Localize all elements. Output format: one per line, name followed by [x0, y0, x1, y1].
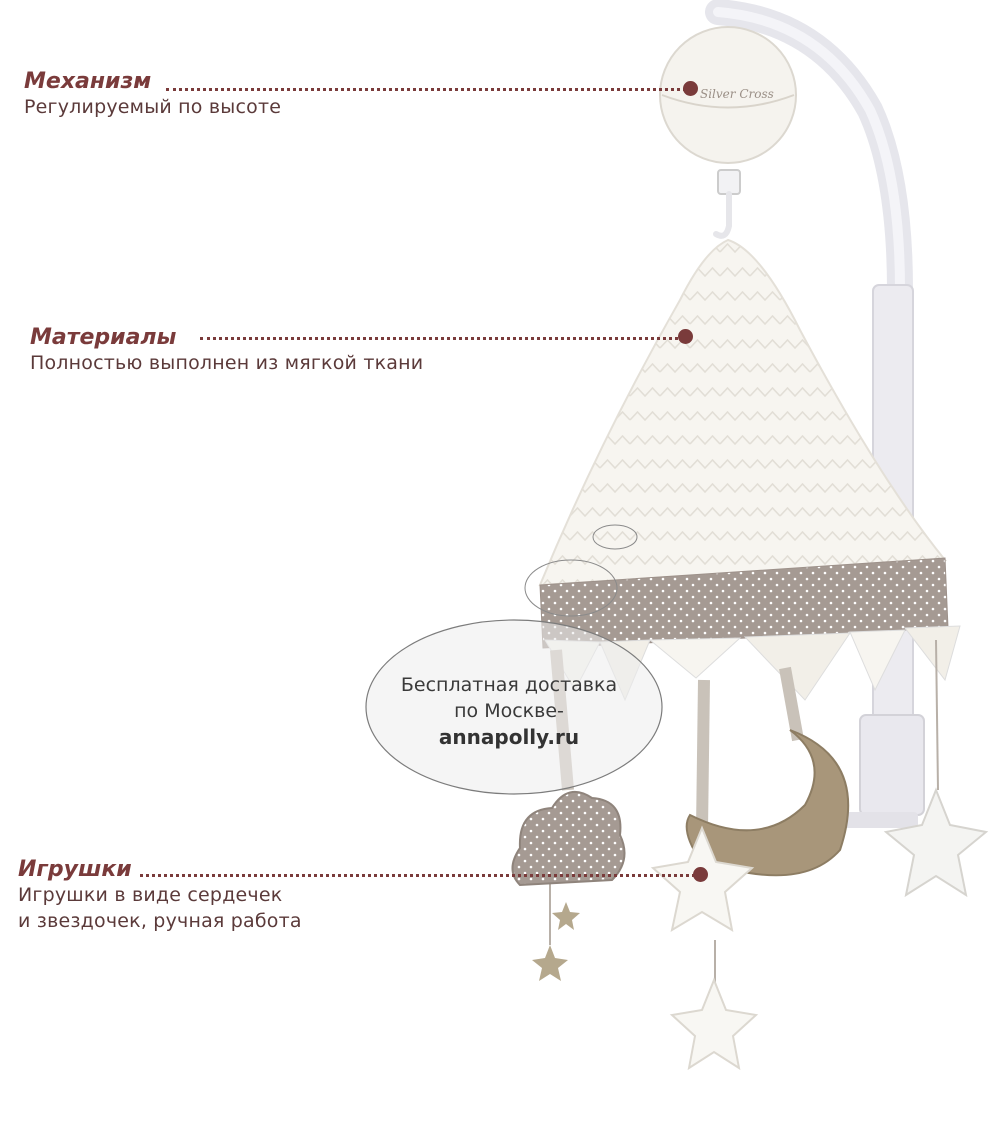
leader-line: [140, 874, 695, 877]
feature-title: Механизм: [24, 69, 152, 94]
leader-dot: [683, 81, 698, 96]
feature-materials: Материалы Полностью выполнен из мягкой т…: [30, 326, 423, 376]
leader-line: [200, 337, 678, 340]
cloud-icon: [511, 790, 626, 887]
star-icon: [883, 787, 989, 898]
feature-toys: Игрушки Игрушки в виде сердечек и звездо…: [18, 858, 302, 934]
feature-title: Игрушки: [18, 857, 132, 882]
star-icon: [532, 945, 568, 981]
highlight-ring: [592, 524, 638, 550]
leader-dot: [678, 329, 693, 344]
promo-site-link[interactable]: annapolly.ru: [438, 725, 580, 749]
moon-icon: [685, 729, 850, 877]
leader-dot: [693, 867, 708, 882]
svg-text:Silver Cross: Silver Cross: [700, 87, 774, 101]
music-box: Silver Cross: [659, 26, 797, 239]
promo-line2: по Москве-: [454, 700, 564, 722]
feature-description: и звездочек, ручная работа: [18, 910, 302, 932]
promo-banner: Бесплатная доставка по Москве- annapolly…: [368, 672, 650, 750]
star-icon: [552, 902, 580, 930]
star-icon: [669, 977, 759, 1071]
feature-description: Полностью выполнен из мягкой ткани: [30, 352, 424, 374]
leader-line: [166, 88, 686, 91]
feature-title: Материалы: [30, 325, 177, 350]
promo-ellipse: [365, 619, 663, 795]
promo-line1: Бесплатная доставка: [400, 674, 618, 696]
feature-description: Регулируемый по высоте: [24, 96, 282, 118]
highlight-ring: [524, 559, 618, 617]
feature-mechanism: Механизм Регулируемый по высоте: [24, 70, 281, 120]
feature-description: Игрушки в виде сердечек: [18, 884, 283, 906]
